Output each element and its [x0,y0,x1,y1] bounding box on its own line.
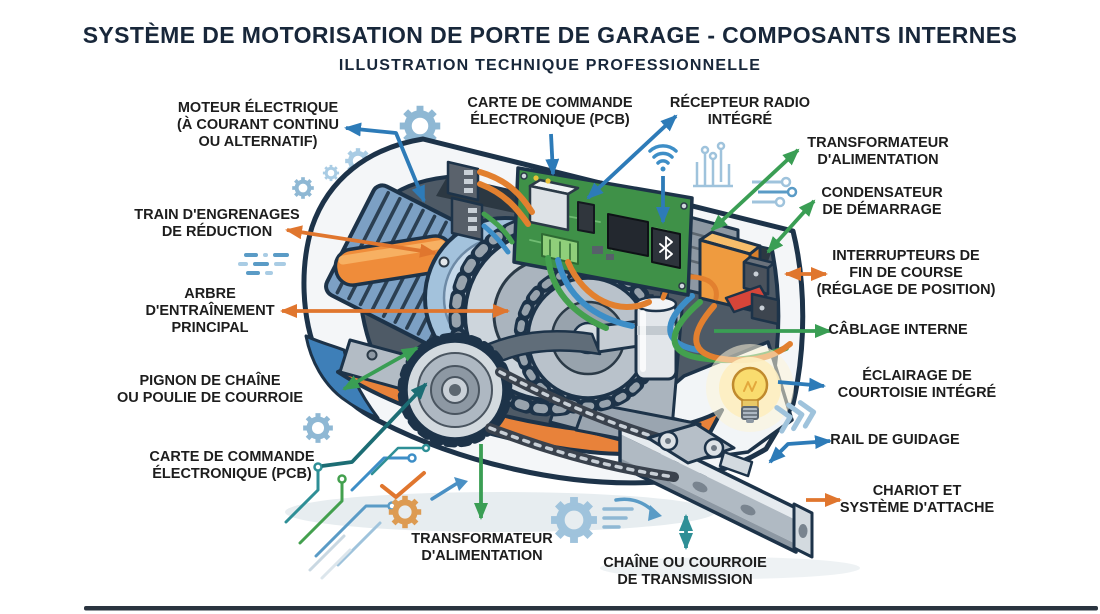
label-cablage-interne: CÂBLAGE INTERNE [828,322,968,338]
label-chariot: CHARIOT ET SYSTÈME D'ATTACHE [839,483,995,516]
arrow-pignon-chaine [342,346,419,391]
guide-rail-assembly [485,367,814,559]
arrow-transformateur-droite [710,148,800,232]
wifi-icon [648,144,678,172]
page-title: SYSTÈME DE MOTORISATION DE PORTE DE GARA… [82,22,1018,48]
label-carte-commande-gauche: CARTE DE COMMANDE ÉLECTRONIQUE (PCB) [149,449,315,482]
arrow-carte-commande-gauche [321,382,428,468]
label-eclairage: ÉCLAIRAGE DE COURTOISIE INTÉGRÉ [837,368,997,401]
lightbulb-icon [706,344,794,432]
pcb-wires [477,169,652,331]
belt-and-pulley [397,330,602,448]
label-transformateur-droite: TRANSFORMATEUR D'ALIMENTATION [807,135,949,168]
limit-switches [724,255,780,326]
label-recepteur-radio: RÉCEPTEUR RADIO INTÉGRÉ [669,95,811,128]
circuit-trace-icon-top [693,141,733,188]
label-arbre-entrainement: ARBRE D'ENTRAÎNEMENT PRINCIPAL [145,286,275,336]
ground-line [84,606,1098,611]
belt [470,330,602,372]
arrow-eclairage [777,377,826,392]
label-train-engrenages: TRAIN D'ENGRENAGES DE RÉDUCTION [134,207,300,240]
arrow-train-engrenages [285,225,437,258]
bluetooth-icon [659,236,673,260]
arrow-moteur-electrique [344,122,426,203]
label-interrupteurs: INTERRUPTEURS DE FIN DE COURSE (RÉGLAGE … [816,248,996,298]
dot-lines-icon [752,176,798,208]
arrow-recepteur-radio [586,114,678,200]
arrow-condensateur [766,199,816,254]
label-pignon-chaine: PIGNON DE CHAÎNE OU POULIE DE COURROIE [116,373,304,406]
morse-dashes-icon [238,253,289,275]
label-rail-guidage: RAIL DE GUIDAGE [830,432,960,448]
label-chaine-courroie: CHAÎNE OU COURROIE DE TRANSMISSION [603,555,767,588]
speed-dashes-icon [602,497,662,529]
arrow-rail-guidage [768,435,832,464]
circuit-trace-icon-bottom [284,443,468,580]
label-carte-commande-haut: CARTE DE COMMANDE ÉLECTRONIQUE (PCB) [467,95,633,128]
arrow-carte-commande-haut [545,133,560,176]
label-moteur-electrique: MOTEUR ÉLECTRIQUE (À COURANT CONTINU OU … [177,100,339,150]
label-condensateur: CONDENSATEUR DE DÉMARRAGE [821,185,943,218]
shell-blue-accent [304,334,380,420]
terminal-blocks [446,160,484,242]
trolley-carriage [646,422,754,478]
label-transformateur-bas: TRANSFORMATEUR D'ALIMENTATION [411,531,553,564]
label-arrows [280,114,842,550]
page-subtitle: ILLUSTRATION TECHNIQUE PROFESSIONNELLE [338,57,762,74]
chevrons-icon [774,400,817,434]
